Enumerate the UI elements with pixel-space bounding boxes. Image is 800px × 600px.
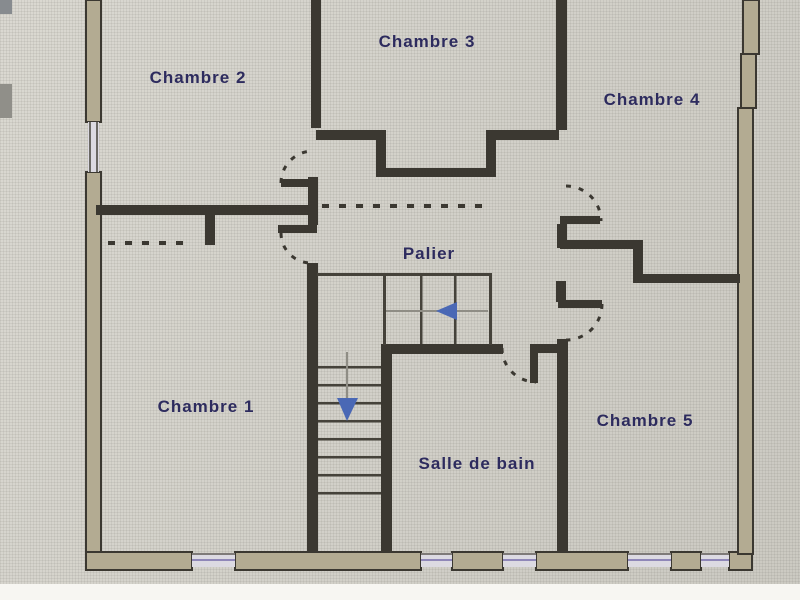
window-left xyxy=(88,122,99,172)
sdb-north-wall xyxy=(383,344,503,354)
stairs-tread-5 xyxy=(318,438,381,441)
stairs-tread-2 xyxy=(318,384,381,387)
chambre4-door-leaf xyxy=(560,216,600,224)
bottom-wall-4 xyxy=(535,551,629,571)
right-wall-main xyxy=(737,107,754,555)
page-edge-white-strip xyxy=(0,584,800,600)
stairs-tread-8 xyxy=(318,492,381,495)
sdb-door-cap xyxy=(530,344,562,353)
chambre5-door-leaf xyxy=(558,300,602,308)
chambre2-chambre3-wall xyxy=(311,0,321,128)
palier-recess-left xyxy=(376,130,386,177)
chambre5-west-jamb xyxy=(556,281,566,302)
palier-recess-right xyxy=(486,130,496,177)
bottom-wall-3 xyxy=(451,551,504,571)
chambre1-door-arc xyxy=(279,232,312,265)
left-wall-lower xyxy=(85,171,102,555)
room-label-chambre-2: Chambre 2 xyxy=(149,68,247,87)
room-label-chambre-5: Chambre 5 xyxy=(596,411,694,430)
bottom-wall-1 xyxy=(85,551,193,571)
chambre1-closet-stub xyxy=(205,213,215,245)
palier-recess-bottom xyxy=(376,168,495,177)
stairs-tread-v1 xyxy=(420,275,423,344)
left-wall-upper xyxy=(85,0,102,123)
sdb-door-leaf xyxy=(530,344,538,383)
room-label-chambre-4: Chambre 4 xyxy=(603,90,701,109)
stairs-direction-left-arrow xyxy=(436,302,457,320)
stairs-tread-1 xyxy=(318,366,381,369)
stairs-guide-vertical xyxy=(346,352,348,400)
chambre5-door-arc xyxy=(565,303,604,342)
chambre5-north-wall xyxy=(633,274,740,283)
stairs-right-cap xyxy=(489,274,492,345)
bottom-wall-5 xyxy=(670,551,702,571)
sdb-chambre5-wall xyxy=(557,339,568,553)
chambre2-door-leaf xyxy=(281,179,313,187)
screen-edge-artifact-1 xyxy=(0,0,12,14)
chambre2-door-jamb xyxy=(308,177,318,225)
stairs-landing-divider xyxy=(383,274,386,345)
stairs-tread-7 xyxy=(318,474,381,477)
stairs-top-line xyxy=(317,273,492,276)
bottom-wall-2 xyxy=(234,551,422,571)
chambre3-south-wall-right xyxy=(486,130,559,140)
chambre4-door-arc xyxy=(565,184,603,222)
chambre1-palier-wall xyxy=(307,263,318,553)
chambre3-chambre4-wall xyxy=(556,0,567,130)
stairs-tread-4 xyxy=(318,420,381,423)
room-label-chambre-3: Chambre 3 xyxy=(378,32,476,51)
chambre3-south-wall-left xyxy=(316,130,384,140)
stairs-tread-6 xyxy=(318,456,381,459)
room-label-salle-de-bain: Salle de bain xyxy=(418,454,536,473)
stairs-direction-down-arrow xyxy=(337,398,358,421)
chambre2-south-wall xyxy=(96,205,317,215)
chambre4-door-jamb xyxy=(557,224,567,248)
chambre4-sw-wall-h xyxy=(560,240,642,249)
chambre1-door-leaf xyxy=(278,225,317,233)
stairs-east-wall xyxy=(381,344,392,553)
screen-edge-artifact-2 xyxy=(0,84,12,118)
room-label-chambre-1: Chambre 1 xyxy=(157,397,255,416)
sdb-door-arc xyxy=(500,347,537,384)
right-wall-upper xyxy=(740,53,757,109)
chambre4-sw-wall-v xyxy=(633,240,643,283)
right-wall-top xyxy=(742,0,760,55)
room-label-palier: Palier xyxy=(402,244,456,263)
